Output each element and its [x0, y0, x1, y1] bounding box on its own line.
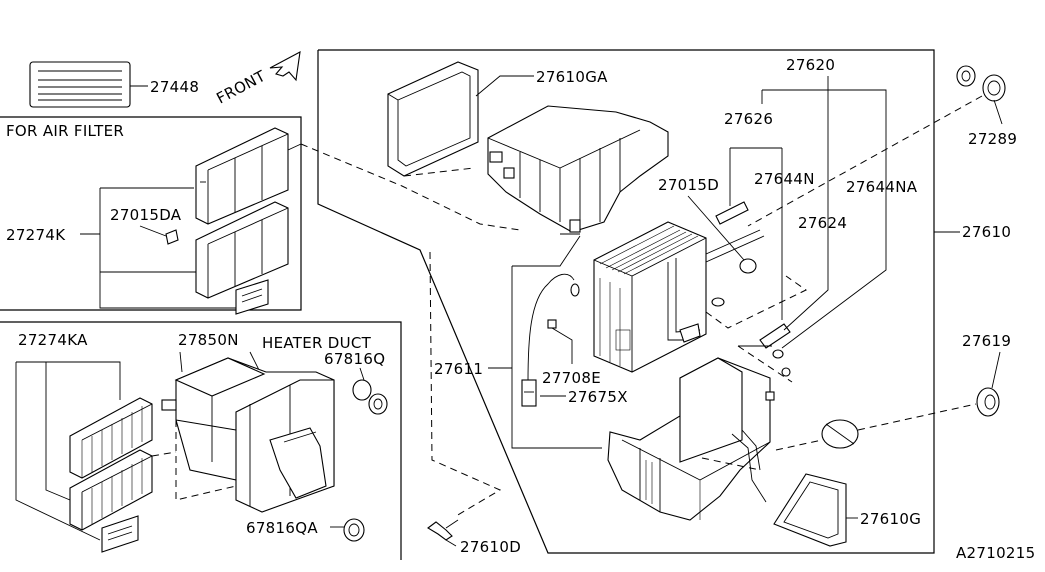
part-label-27619: 27619 [962, 332, 1011, 350]
part-label-27610GA: 27610GA [536, 68, 608, 86]
part-label-27624: 27624 [798, 214, 847, 232]
air-filter-upper [195, 127, 289, 225]
grommet-27619 [976, 387, 1000, 417]
part-label-27644N: 27644N [754, 170, 815, 188]
part-label-27274KA: 27274KA [18, 331, 88, 349]
part-label-27708E: 27708E [542, 369, 601, 387]
part-label-67816Q: 67816Q [324, 350, 385, 368]
lower-housing [607, 357, 775, 521]
air-filter-lower [195, 201, 289, 299]
grommet-67816QA [343, 518, 365, 542]
part-label-27289: 27289 [968, 130, 1017, 148]
part-label-27015D: 27015D [658, 176, 719, 194]
part-label-27620: 27620 [786, 56, 835, 74]
screw-27610D [427, 519, 459, 541]
heater-duct-title: HEATER DUCT [262, 334, 372, 352]
part-label-27850N: 27850N [178, 331, 239, 349]
part-label-27610: 27610 [962, 223, 1011, 241]
part-label-27610D: 27610D [460, 538, 521, 556]
main-assembly-frame [317, 49, 935, 554]
heater-duct-unit [161, 357, 335, 513]
refrigerant-pipes [667, 201, 765, 343]
part-label-27448: 27448 [150, 78, 199, 96]
label-plate-27448 [29, 61, 148, 108]
filter-label-card [235, 279, 269, 315]
grommet-67816Q [352, 379, 388, 415]
evaporator-core [593, 221, 707, 373]
for-air-filter-title: FOR AIR FILTER [6, 122, 124, 140]
upper-intake-housing [487, 105, 669, 233]
expansion-valve [759, 323, 791, 377]
air-filter-box [0, 116, 302, 311]
part-label-27274K: 27274K [6, 226, 66, 244]
grommet-27289 [956, 65, 1006, 102]
sensor-clip-27708E [547, 319, 557, 329]
sensor-wire-27675X [521, 273, 580, 407]
heater-filter-upper [69, 397, 153, 479]
part-label-27644NA: 27644NA [846, 178, 918, 196]
heater-filter-lower [69, 449, 153, 531]
part-label-27610G: 27610G [860, 510, 921, 528]
part-label-27626: 27626 [724, 110, 773, 128]
part-label-27675X: 27675X [568, 388, 628, 406]
heater-filter-label-card [101, 515, 139, 553]
blower-fan [821, 419, 859, 449]
clip-27015DA [165, 229, 179, 245]
clip-27015D [739, 258, 757, 274]
filter-frame-27610G [773, 473, 847, 547]
front-label: FRONT [213, 67, 268, 108]
part-label-67816QA: 67816QA [246, 519, 318, 537]
part-label-27611: 27611 [434, 360, 483, 378]
diagram-id: A2710215 [956, 544, 1035, 562]
heater-duct-box [0, 321, 402, 560]
filter-frame-27610GA [387, 61, 479, 177]
front-arrow-icon [269, 51, 301, 82]
part-label-27015DA: 27015DA [110, 206, 182, 224]
